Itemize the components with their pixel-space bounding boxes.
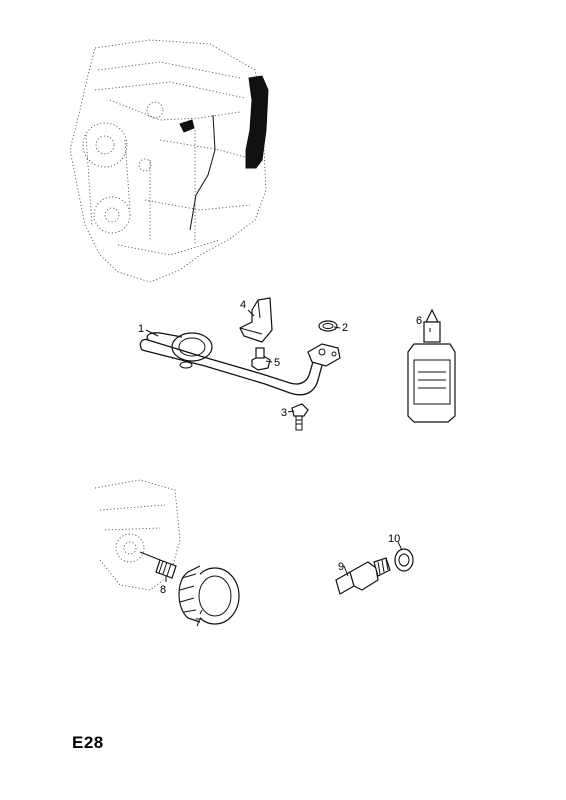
threaded-stud — [155, 559, 177, 579]
callout-6: 6 — [416, 315, 422, 327]
oil-pressure-switch — [335, 557, 391, 595]
callout-4: 4 — [240, 299, 246, 311]
sealing-washer — [394, 548, 414, 572]
callout-5: 5 — [274, 357, 280, 369]
callout-7: 7 — [195, 617, 201, 629]
sealant-bottle — [407, 308, 456, 423]
bolt — [291, 403, 309, 431]
callout-9: 9 — [338, 561, 344, 573]
seal-ring — [318, 320, 338, 332]
pipe-bracket — [239, 297, 273, 343]
engine-block-partial — [94, 479, 181, 591]
leader-lines — [145, 309, 431, 615]
callout-1: 1 — [138, 323, 144, 335]
callout-8: 8 — [160, 584, 166, 596]
oil-pickup-pipe — [139, 332, 341, 396]
callout-2: 2 — [342, 322, 348, 334]
callout-3: 3 — [281, 407, 287, 419]
oil-filter — [178, 565, 240, 625]
oil-dipstick-housing — [245, 75, 269, 169]
nut — [251, 347, 271, 371]
page-code: E28 — [72, 733, 104, 752]
callout-10: 10 — [388, 533, 400, 545]
engine-assembly — [69, 39, 269, 283]
